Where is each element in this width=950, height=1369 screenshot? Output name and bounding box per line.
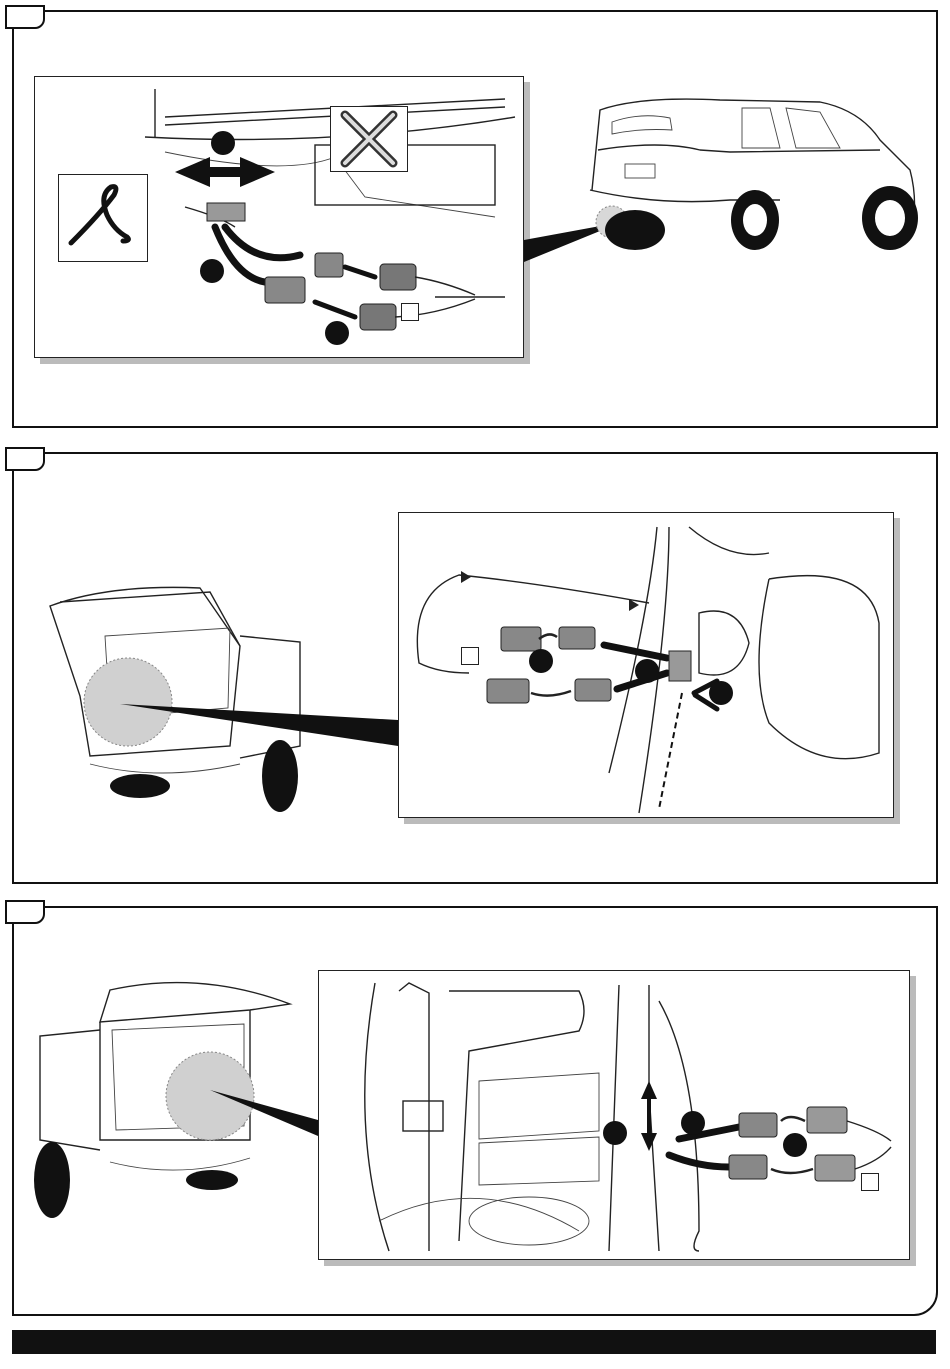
step-2-callout-label — [461, 647, 479, 665]
step-3-callout-label — [861, 1173, 879, 1191]
step-3-marker-2 — [681, 1111, 705, 1135]
step-3-marker-3 — [783, 1133, 807, 1157]
step-1-car-rear-view — [0, 0, 950, 430]
footer-bar — [12, 1330, 936, 1354]
step-2-marker-2 — [635, 659, 659, 683]
step-2-marker-3 — [709, 681, 733, 705]
step-3-marker-1 — [603, 1121, 627, 1145]
step-2-marker-1 — [529, 649, 553, 673]
step-3-connector-drawing — [319, 971, 911, 1261]
step-3-detail-inset — [318, 970, 910, 1260]
step-2-detail-inset — [398, 512, 894, 818]
